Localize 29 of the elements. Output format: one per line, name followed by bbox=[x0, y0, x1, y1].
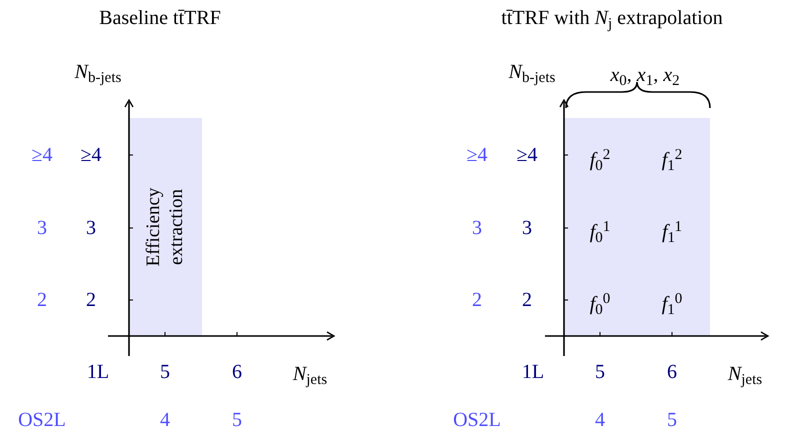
region-label: Efficiency extraction bbox=[142, 186, 188, 268]
shaded-region bbox=[129, 118, 202, 336]
brace-label: x$_{0}$, x$_{1}$, x$_{2}$ bbox=[610, 65, 680, 85]
tick-label: 4 bbox=[595, 410, 605, 430]
tick-label: 5 bbox=[595, 362, 605, 382]
tick-label: 3 bbox=[86, 218, 96, 238]
tick-label: 1L bbox=[522, 362, 544, 382]
tick-label: 1L bbox=[86, 362, 110, 382]
tick-label: OS2L bbox=[453, 410, 501, 430]
shaded-region bbox=[564, 118, 710, 336]
tick-label: 2 bbox=[86, 290, 96, 310]
tick-label: OS2L bbox=[18, 410, 66, 430]
tick-label: 6 bbox=[232, 362, 242, 382]
tick-label: 6 bbox=[667, 362, 677, 382]
tick-label: 2 bbox=[472, 290, 482, 310]
tick-label: 3 bbox=[37, 218, 47, 238]
panel-title: Baseline tt̄TRF bbox=[99, 8, 221, 28]
tick-label: ≥4 bbox=[466, 145, 488, 165]
tick-label: ≥4 bbox=[516, 145, 538, 165]
tick-label: 4 bbox=[160, 410, 170, 430]
tick-label: 5 bbox=[232, 410, 242, 430]
tick-label: 2 bbox=[522, 290, 532, 310]
tick-label: 3 bbox=[522, 218, 532, 238]
tick-label: 3 bbox=[472, 218, 482, 238]
tick-label: 5 bbox=[667, 410, 677, 430]
tick-label: 2 bbox=[37, 290, 47, 310]
tick-label: 5 bbox=[160, 362, 170, 382]
tick-label: ≥4 bbox=[32, 145, 52, 165]
tick-label: ≥4 bbox=[80, 145, 102, 165]
